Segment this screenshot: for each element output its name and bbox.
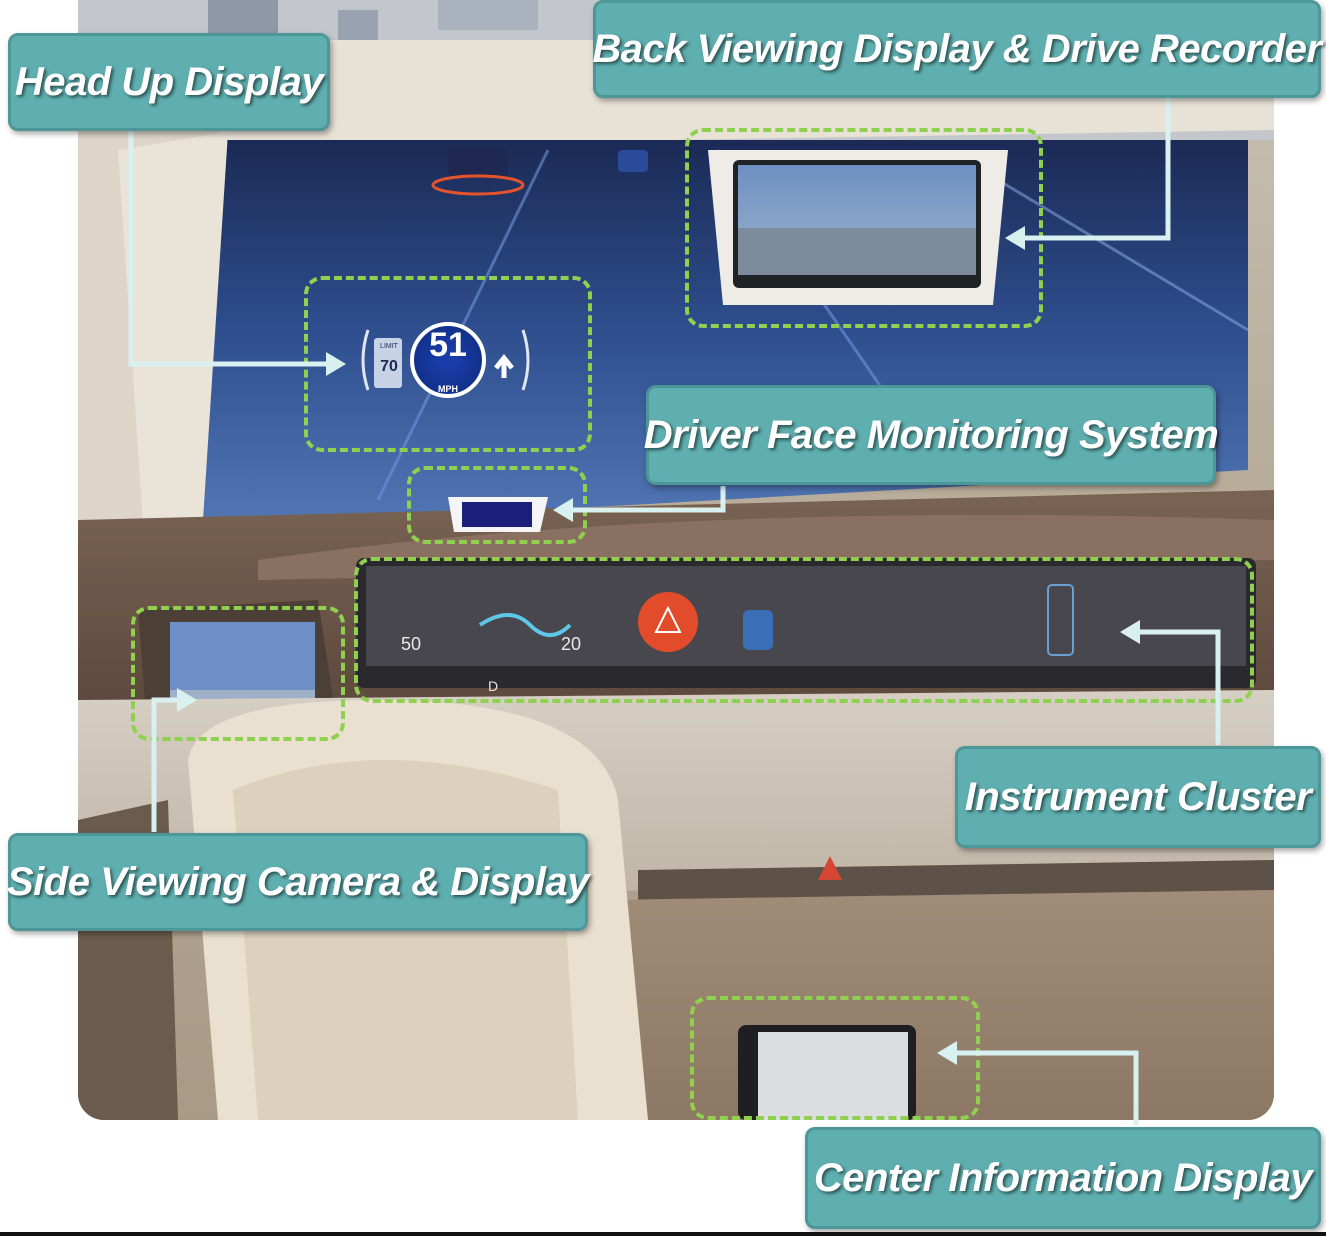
bottom-border: [0, 1232, 1326, 1236]
back-viewing-highlight-box: [685, 128, 1043, 328]
side-viewing-highlight-box: [131, 606, 345, 741]
cluster-gear: D: [488, 678, 499, 694]
callout-back-viewing-display: Back Viewing Display & Drive Recorder: [592, 0, 1322, 98]
callout-head-up-display: Head Up Display: [8, 33, 330, 131]
hud-limit-value: 70: [380, 358, 398, 375]
center-info-highlight-box: [690, 996, 980, 1120]
hud-speed: 51: [429, 326, 467, 364]
callout-driver-face-monitoring: Driver Face Monitoring System: [644, 385, 1219, 485]
callout-instrument-cluster: Instrument Cluster: [955, 746, 1321, 848]
hud-limit-label: LIMIT: [380, 343, 398, 350]
driver-face-highlight-box: [407, 466, 587, 544]
callout-side-viewing-camera: Side Viewing Camera & Display: [7, 833, 590, 931]
cluster-right-gauge: 20: [561, 634, 582, 654]
instrument-cluster-highlight-box: [354, 557, 1254, 703]
callout-center-information-display: Center Information Display: [805, 1127, 1321, 1229]
cluster-left-gauge: 50: [401, 634, 422, 654]
hud-speed-unit: MPH: [438, 384, 458, 394]
